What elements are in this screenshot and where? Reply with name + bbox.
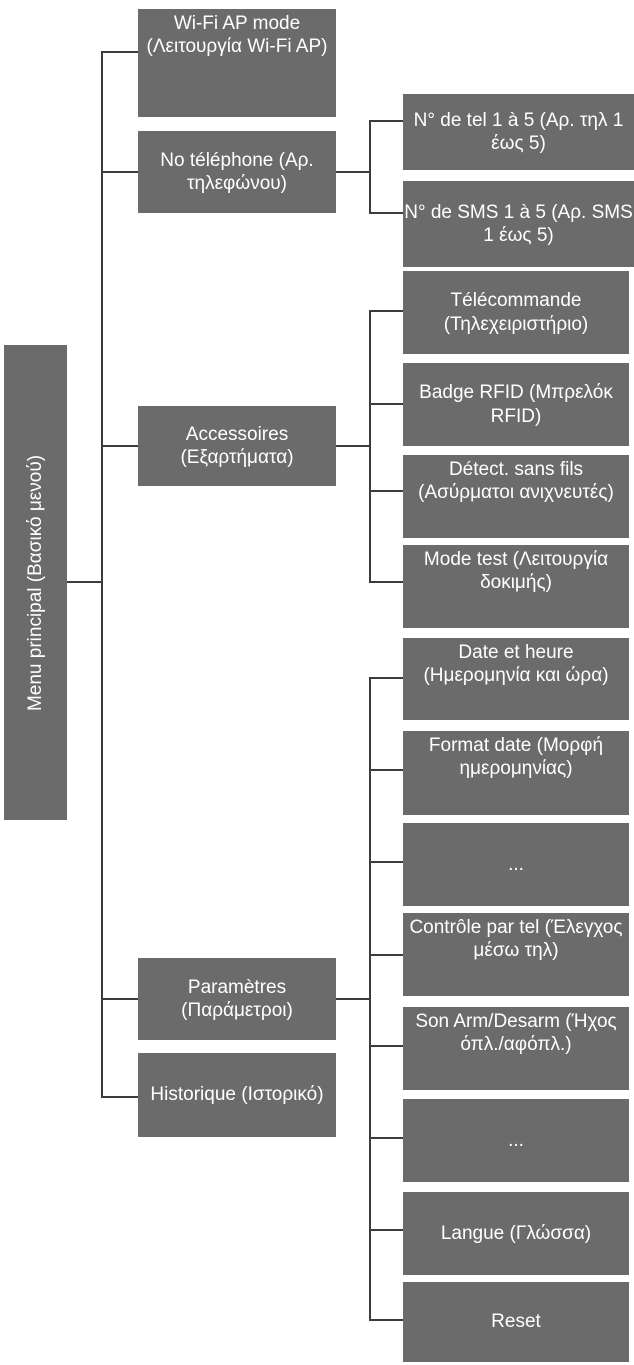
detect-sans-fils-node: Détect. sans fils (Ασύρματοι ανιχνευτές) (403, 455, 629, 538)
menu-principal-node: Menu principal (Βασικό μενού) (4, 345, 67, 820)
telephone-node: No téléphone (Αρ. τηλεφώνου) (138, 131, 336, 213)
reset-node: Reset (403, 1282, 629, 1362)
format-date-node: Format date (Μορφή ημερομηνίας) (403, 731, 629, 815)
reset-label: Reset (491, 1311, 541, 1333)
menu-principal-label: Menu principal (Βασικό μενού) (24, 454, 46, 711)
controle-par-tel-node: Contrôle par tel (Έλεγχος μέσω τηλ) (403, 913, 629, 996)
mode-test-label: Mode test (Λειτουργία δοκιμής) (423, 549, 609, 594)
historique-label: Historique (Ιστορικό) (150, 1084, 324, 1106)
more-settings-node-2: ... (403, 1099, 629, 1182)
parametres-label: Paramètres (Παράμετροι) (181, 976, 293, 1021)
wifi-ap-mode-node: Wi-Fi AP mode (Λειτουργία Wi-Fi AP) (138, 9, 336, 117)
son-arm-desarm-label: Son Arm/Desarm (Ήχος όπλ./αφόπλ.) (415, 1011, 617, 1056)
more-settings-label: ... (508, 853, 524, 875)
badge-rfid-node: Badge RFID (Μπρελόκ RFID) (403, 363, 629, 446)
telecommande-label: Télécommande (Τηλεχειριστήριο) (443, 290, 589, 335)
historique-node: Historique (Ιστορικό) (138, 1053, 336, 1137)
badge-rfid-label: Badge RFID (Μπρελόκ RFID) (419, 382, 613, 427)
more-settings-node: ... (403, 823, 629, 906)
date-et-heure-label: Date et heure (Ημερομηνία και ώρα) (423, 642, 609, 687)
accessoires-label: Accessoires (Εξαρτήματα) (180, 423, 294, 468)
langue-node: Langue (Γλώσσα) (403, 1192, 629, 1275)
accessoires-node: Accessoires (Εξαρτήματα) (138, 406, 336, 486)
tel-1-5-label: N° de tel 1 à 5 (Αρ. τηλ 1 έως 5) (413, 109, 624, 154)
langue-label: Langue (Γλώσσα) (440, 1222, 592, 1244)
telephone-label: No téléphone (Αρ. τηλεφώνου) (160, 149, 314, 194)
sms-1-5-node: N° de SMS 1 à 5 (Αρ. SMS 1 έως 5) (403, 181, 634, 267)
son-arm-desarm-node: Son Arm/Desarm (Ήχος όπλ./αφόπλ.) (403, 1007, 629, 1090)
mode-test-node: Mode test (Λειτουργία δοκιμής) (403, 545, 629, 628)
telecommande-node: Télécommande (Τηλεχειριστήριο) (403, 271, 629, 354)
tel-1-5-node: N° de tel 1 à 5 (Αρ. τηλ 1 έως 5) (403, 94, 634, 170)
date-et-heure-node: Date et heure (Ημερομηνία και ώρα) (403, 638, 629, 720)
parametres-node: Paramètres (Παράμετροι) (138, 958, 336, 1040)
detect-sans-fils-label: Détect. sans fils (Ασύρματοι ανιχνευτές) (418, 459, 614, 504)
more-settings-label-2: ... (508, 1129, 524, 1151)
controle-par-tel-label: Contrôle par tel (Έλεγχος μέσω τηλ) (409, 917, 623, 962)
wifi-ap-mode-label: Wi-Fi AP mode (Λειτουργία Wi-Fi AP) (146, 13, 328, 58)
sms-1-5-label: N° de SMS 1 à 5 (Αρ. SMS 1 έως 5) (404, 201, 633, 246)
format-date-label: Format date (Μορφή ημερομηνίας) (428, 735, 604, 780)
